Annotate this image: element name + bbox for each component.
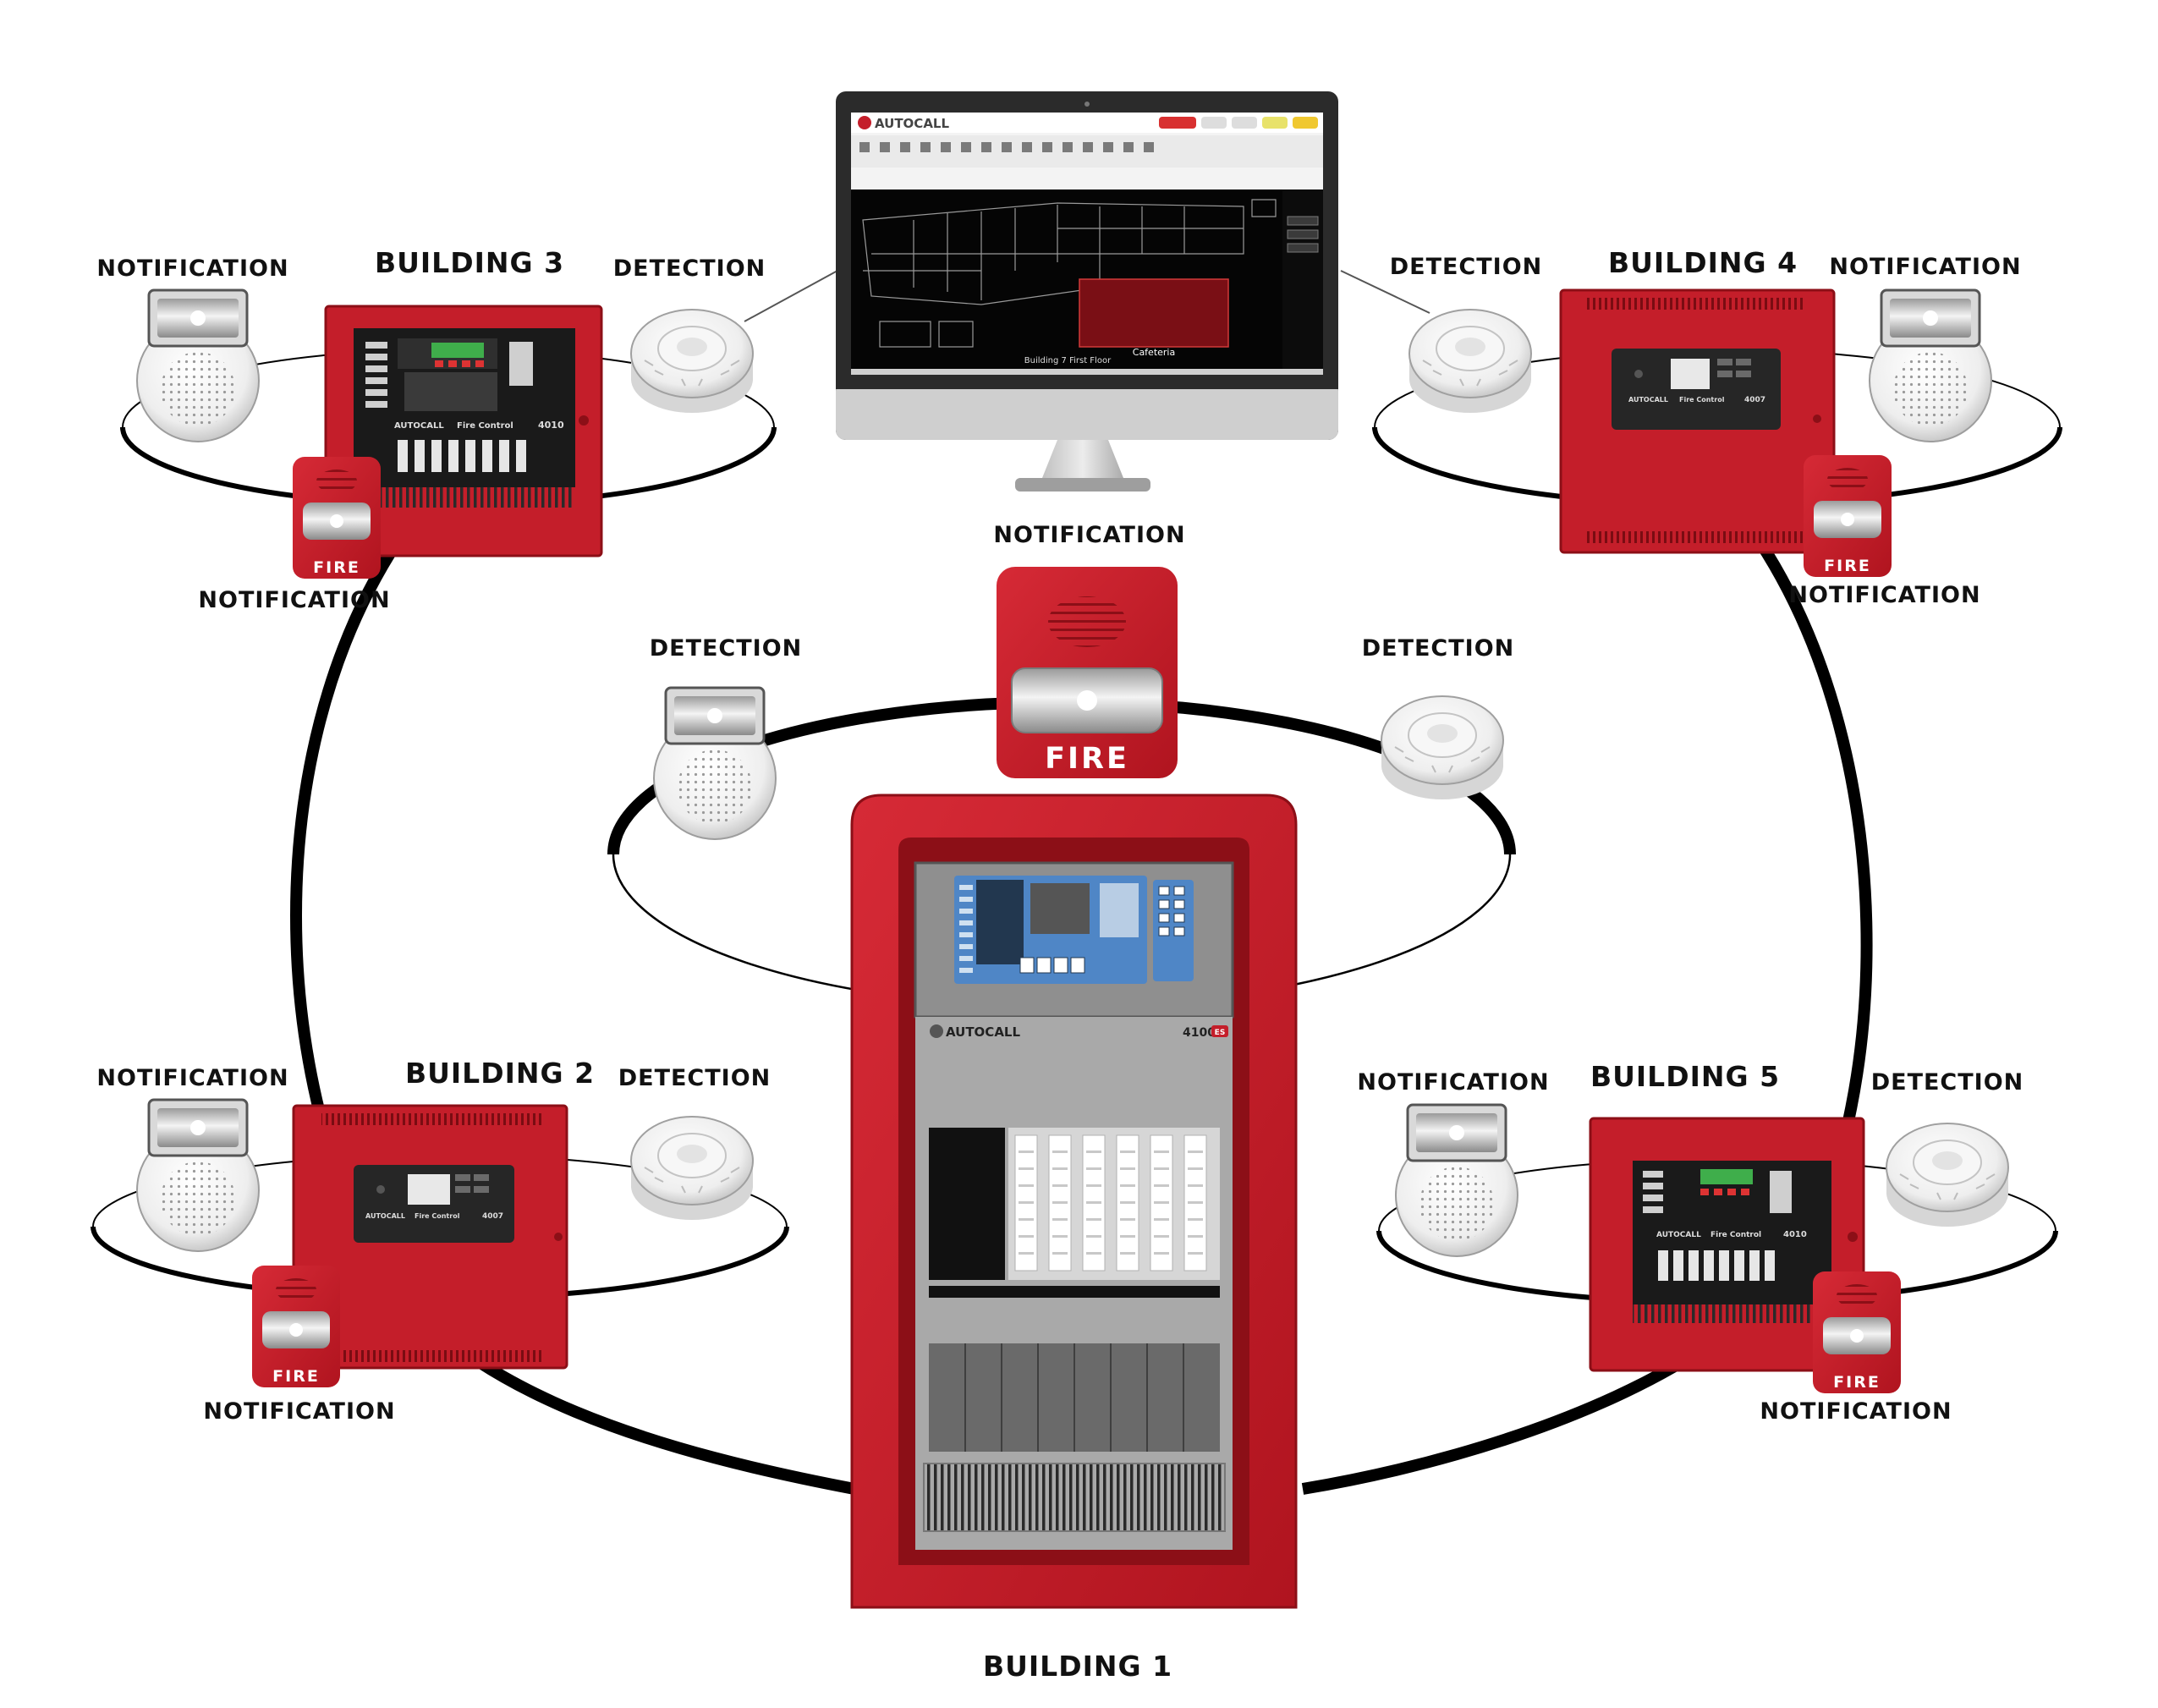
b5-model: 4010 <box>1783 1230 1807 1239</box>
label-building-2: BUILDING 2 <box>405 1057 595 1090</box>
floor-plan-lines <box>862 199 1277 348</box>
silence-status-button[interactable] <box>1293 117 1318 129</box>
b4-red-strobe: FIRE <box>1804 455 1892 577</box>
highlighted-zone[interactable] <box>1079 278 1229 348</box>
center-speaker-strobe <box>652 686 777 841</box>
label-building-3: BUILDING 3 <box>375 246 564 279</box>
label-b2-notification-top: NOTIFICATION <box>96 1065 288 1091</box>
label-monitor-notification: NOTIFICATION <box>993 522 1185 548</box>
alarm-status-button[interactable] <box>1159 117 1196 129</box>
center-smoke-detector <box>1381 695 1504 800</box>
trouble-status-button[interactable] <box>1201 117 1227 129</box>
label-b5-detection: DETECTION <box>1871 1069 2024 1096</box>
b2-speaker-strobe <box>135 1098 261 1253</box>
monitoring-workstation: AUTOCALL Cafeteria Building 7 Firs <box>836 91 1338 492</box>
b1-model-suffix: ES <box>1215 1029 1226 1037</box>
center-horn-strobe: FIRE <box>997 567 1178 778</box>
b5-smoke-detector <box>1886 1123 2009 1227</box>
b4-panel-text: Fire Control <box>1679 396 1725 404</box>
zone-led-columns <box>1008 1128 1220 1280</box>
b3-brand: AUTOCALL <box>394 421 444 431</box>
b2-red-strobe: FIRE <box>252 1266 340 1387</box>
label-center-detection-left: DETECTION <box>650 635 803 662</box>
label-b2-notification-bottom: NOTIFICATION <box>203 1398 395 1425</box>
building-2-panel: AUTOCALL Fire Control 4007 <box>292 1104 568 1370</box>
label-b4-detection: DETECTION <box>1390 254 1543 280</box>
b3-red-strobe: FIRE <box>293 457 381 579</box>
label-building-5: BUILDING 5 <box>1590 1060 1780 1093</box>
b5-red-strobe: FIRE <box>1813 1271 1901 1393</box>
b4-model: 4007 <box>1744 396 1765 404</box>
b2-strobe-fire-text: FIRE <box>272 1367 320 1386</box>
b4-brand: AUTOCALL <box>1628 396 1668 404</box>
label-b2-detection: DETECTION <box>618 1065 771 1091</box>
supervisory-status-button[interactable] <box>1232 117 1257 129</box>
b2-brand: AUTOCALL <box>365 1212 405 1220</box>
app-title: AUTOCALL <box>875 116 949 131</box>
b2-smoke-detector <box>630 1116 754 1221</box>
b1-brand: AUTOCALL <box>946 1024 1020 1040</box>
diagram-labels: BUILDING 3 NOTIFICATION DETECTION NOTIFI… <box>96 246 2023 1683</box>
b3-speaker-strobe <box>135 288 261 443</box>
b1-model: 4100 <box>1183 1026 1216 1040</box>
ack-status-button[interactable] <box>1262 117 1288 129</box>
label-b4-notification-bottom: NOTIFICATION <box>1788 582 1980 608</box>
b3-model: 4010 <box>538 420 564 431</box>
b4-strobe-fire-text: FIRE <box>1824 557 1871 575</box>
label-b3-detection: DETECTION <box>613 255 766 282</box>
label-b4-notification-top: NOTIFICATION <box>1829 254 2021 280</box>
label-building-4: BUILDING 4 <box>1608 246 1798 279</box>
b5-brand: AUTOCALL <box>1656 1231 1701 1239</box>
building-1-main-panel: AUTOCALL 4100 ES <box>850 794 1298 1609</box>
b5-speaker-strobe <box>1394 1103 1519 1258</box>
b5-strobe-fire-text: FIRE <box>1833 1373 1881 1392</box>
center-strobe-fire-text: FIRE <box>1045 742 1129 776</box>
building-5-panel: AUTOCALL Fire Control 4010 <box>1589 1117 1865 1372</box>
area-caption: Cafeteria <box>1133 347 1175 358</box>
b4-speaker-strobe <box>1868 288 1993 443</box>
b4-smoke-detector <box>1408 309 1532 414</box>
floor-caption: Building 7 First Floor <box>1024 356 1112 365</box>
label-center-detection-right: DETECTION <box>1362 635 1515 662</box>
label-b3-notification-top: NOTIFICATION <box>96 255 288 282</box>
b3-panel-text: Fire Control <box>457 421 513 431</box>
label-b3-notification-bottom: NOTIFICATION <box>198 587 390 613</box>
b5-panel-text: Fire Control <box>1710 1231 1761 1239</box>
screen-side-buttons[interactable] <box>1287 216 1319 253</box>
b2-model: 4007 <box>482 1212 503 1221</box>
label-b5-notification-top: NOTIFICATION <box>1357 1069 1549 1096</box>
building-3-panel: AUTOCALL Fire Control 4010 <box>324 305 603 557</box>
label-b5-notification-bottom: NOTIFICATION <box>1760 1398 1952 1425</box>
building-4-panel: AUTOCALL Fire Control 4007 <box>1559 288 1836 554</box>
b3-strobe-fire-text: FIRE <box>313 558 360 577</box>
b3-smoke-detector <box>630 309 754 414</box>
b2-panel-text: Fire Control <box>415 1212 460 1220</box>
toolbar-icons[interactable] <box>859 142 1154 152</box>
label-building-1: BUILDING 1 <box>983 1650 1172 1683</box>
